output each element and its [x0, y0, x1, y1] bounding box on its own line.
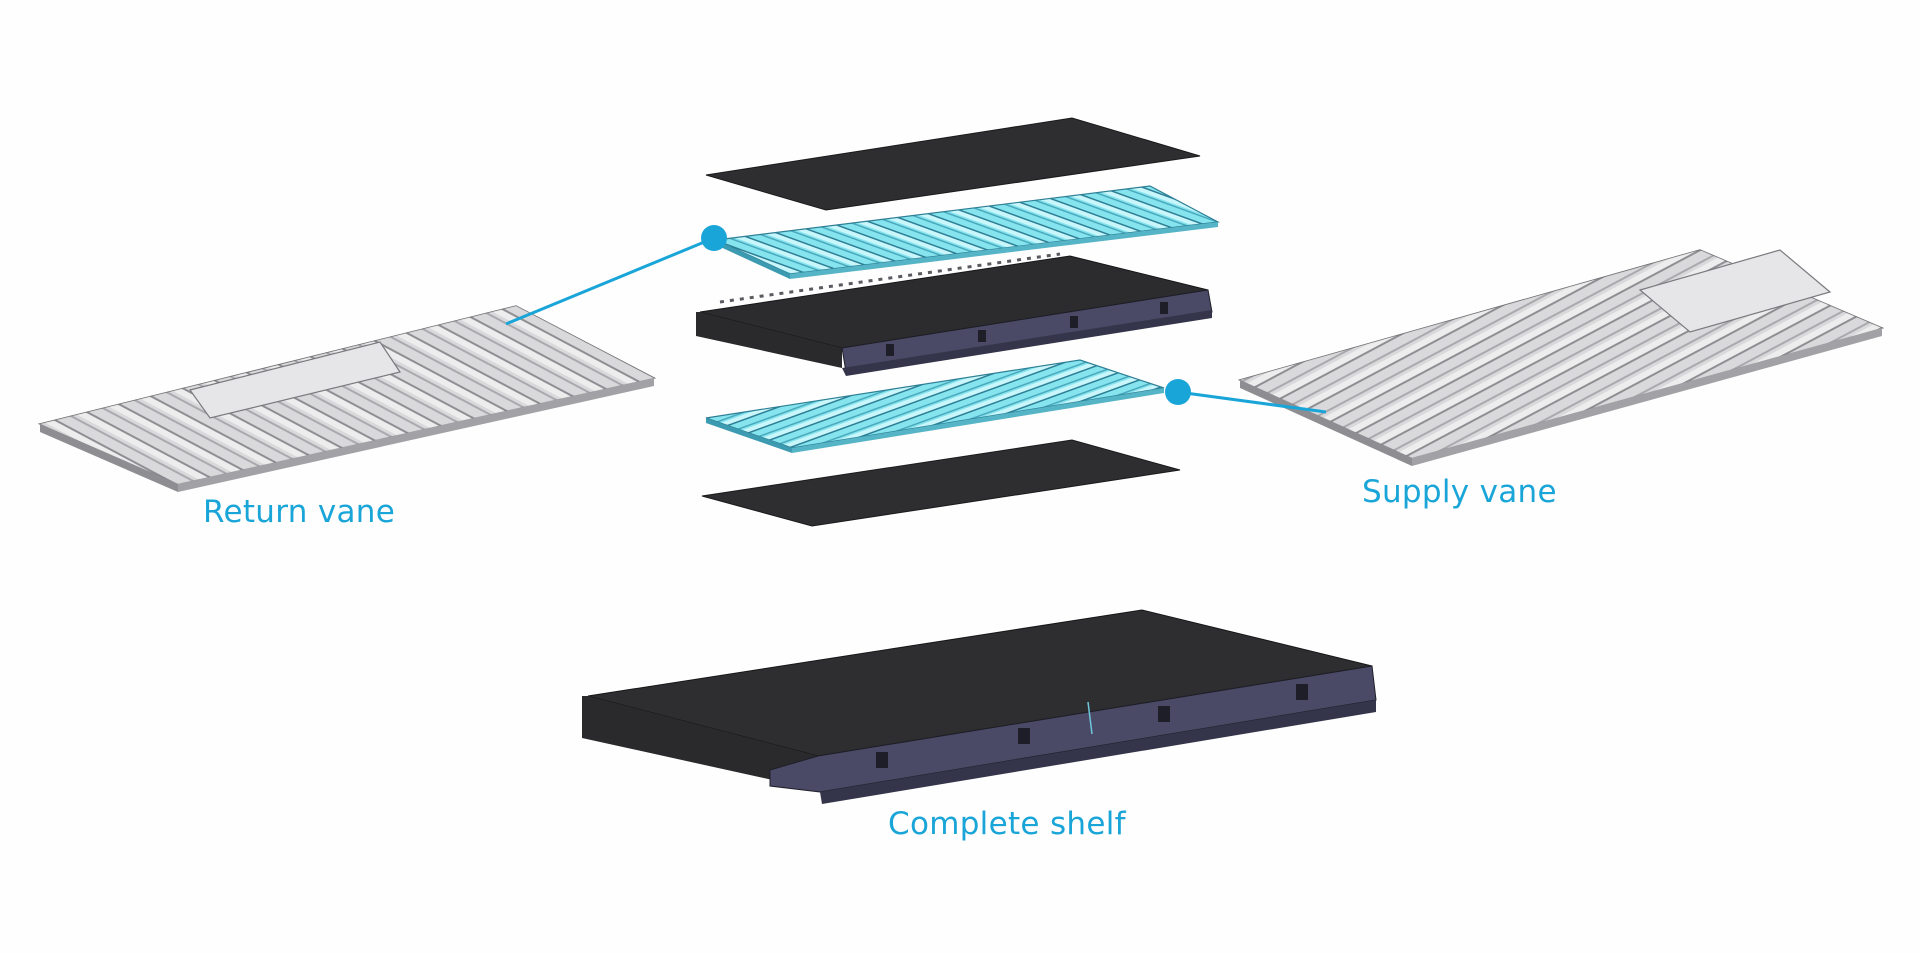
return-vane-label: Return vane	[203, 494, 396, 530]
return-vane-callout-line	[505, 236, 715, 326]
bottom-cover-plate	[701, 439, 1181, 527]
supply-vane-callout-dot	[1165, 379, 1191, 405]
supply-vane-label: Supply vane	[1362, 474, 1557, 510]
stack-supply-vane	[705, 359, 1165, 453]
return-vane-callout-dot	[701, 225, 727, 251]
supply-vane-part	[1237, 249, 1885, 466]
complete-shelf-label: Complete shelf	[888, 806, 1126, 842]
supply-vane-callout-line	[1177, 390, 1327, 414]
stack-return-vane	[713, 185, 1220, 279]
top-cover-plate	[705, 117, 1201, 211]
return-vane-part	[37, 305, 657, 492]
complete-shelf-part	[582, 609, 1377, 804]
stack-tray	[696, 252, 1213, 376]
